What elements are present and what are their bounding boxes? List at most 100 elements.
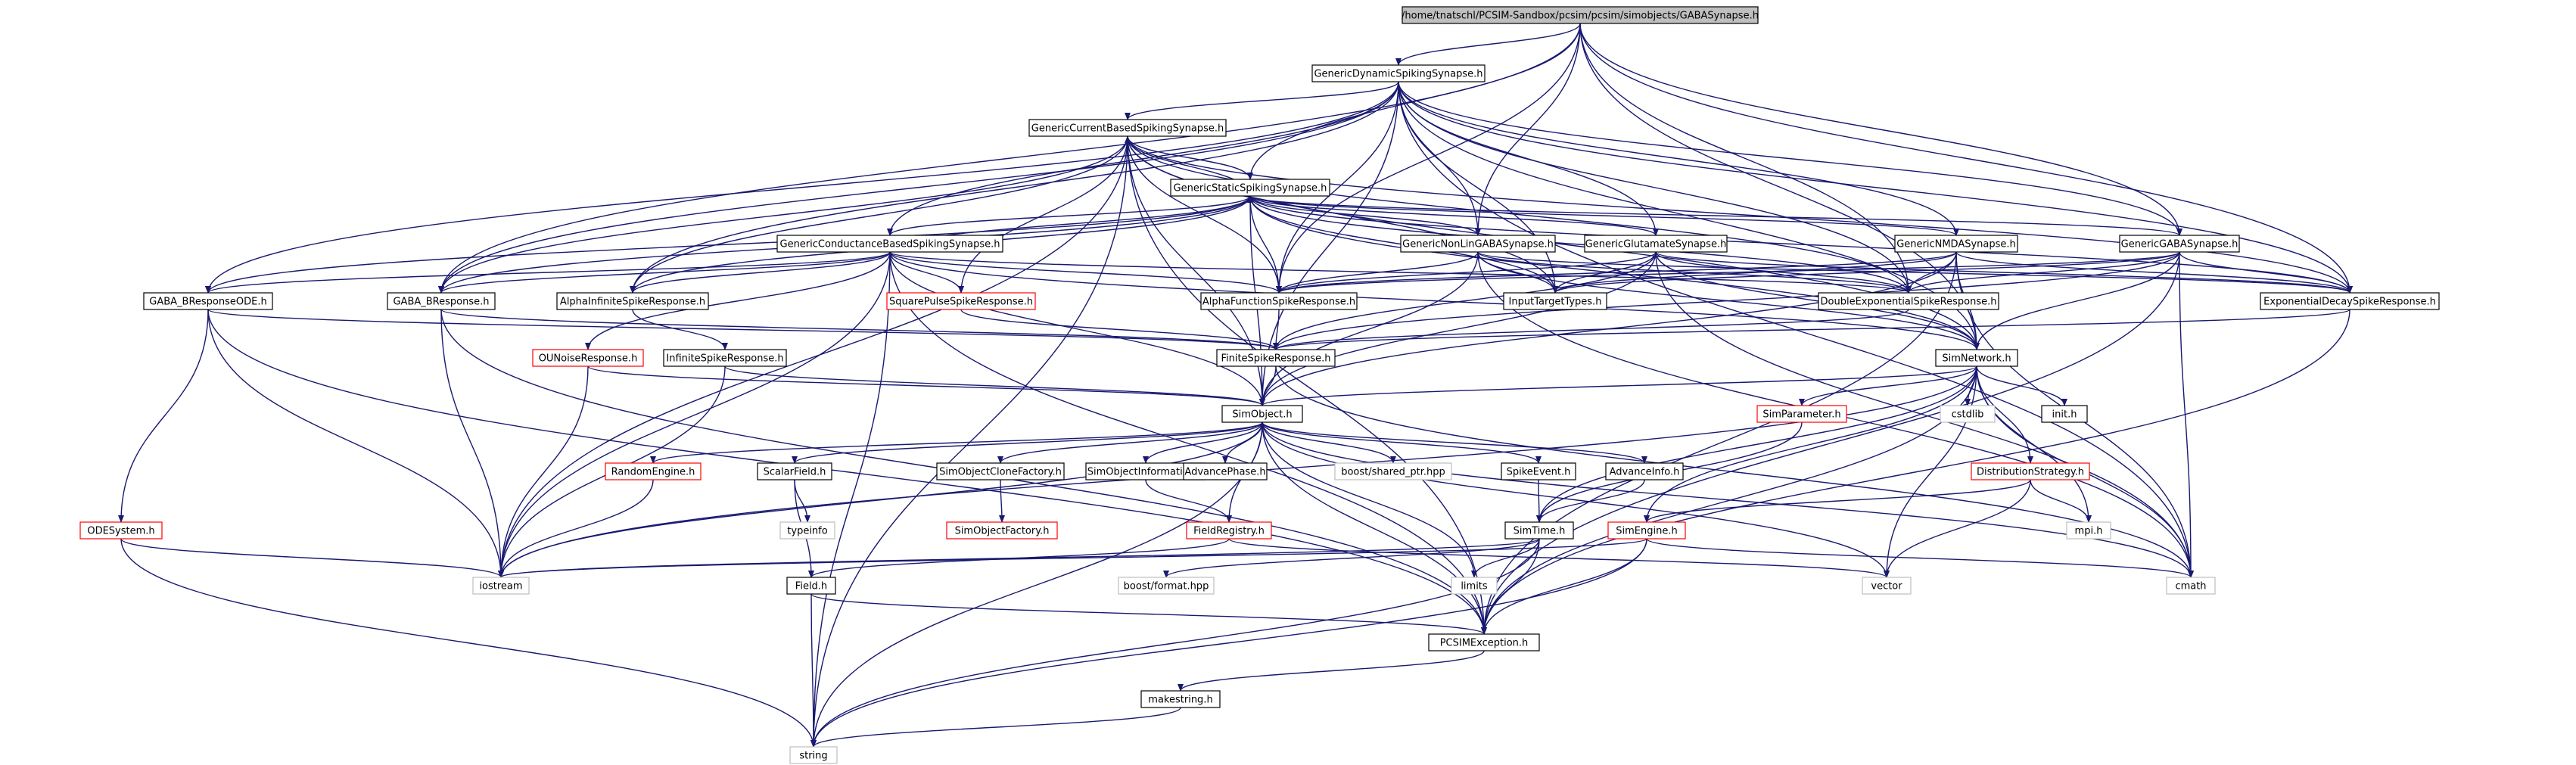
node-soinfo[interactable]: SimObjectInformation.h bbox=[1085, 462, 1206, 480]
node-sofact[interactable]: SimObjectFactory.h bbox=[946, 521, 1058, 540]
edge-gcur-to-iostream bbox=[498, 135, 1128, 578]
edge-gdyn-to-simobj bbox=[1259, 81, 1399, 406]
edge-gstat-to-expdec bbox=[1249, 195, 2353, 294]
edge-gglu-to-dblexp bbox=[1655, 251, 1912, 294]
node-infspk[interactable]: InfiniteSpikeResponse.h bbox=[663, 349, 787, 367]
node-gstat[interactable]: GenericStaticSpikingSynapse.h bbox=[1170, 179, 1330, 197]
edge-makestr-to-stringh bbox=[810, 707, 1181, 748]
node-gglu[interactable]: GenericGlutamateSynapse.h bbox=[1584, 235, 1728, 253]
node-ggaba[interactable]: GenericGABASynapse.h bbox=[2119, 235, 2240, 253]
node-gabaode[interactable]: GABA_BResponseODE.h bbox=[143, 292, 273, 310]
node-advinfo[interactable]: AdvanceInfo.h bbox=[1605, 462, 1684, 480]
edge-root-to-expdec bbox=[1579, 23, 2353, 294]
node-gabab[interactable]: GABA_BResponse.h bbox=[387, 292, 496, 310]
edge-dblexp-to-finspk bbox=[1273, 309, 1909, 350]
edge-ggaba-to-alphafn bbox=[1276, 251, 2180, 294]
node-inputtt[interactable]: InputTargetTypes.h bbox=[1503, 292, 1607, 310]
node-dblexp[interactable]: DoubleExponentialSpikeResponse.h bbox=[1818, 292, 1999, 310]
edge-randeng-to-iostream bbox=[498, 479, 654, 578]
node-gdyn[interactable]: GenericDynamicSpikingSynapse.h bbox=[1311, 64, 1486, 82]
node-box-fieldh bbox=[786, 577, 836, 595]
node-sqpulse[interactable]: SquarePulseSpikeResponse.h bbox=[886, 292, 1036, 310]
edge-gglu-to-alphafn bbox=[1276, 251, 1657, 294]
node-alphainf[interactable]: AlphaInfiniteSpikeResponse.h bbox=[556, 292, 709, 310]
node-box-simtime bbox=[1504, 521, 1574, 540]
node-simeng[interactable]: SimEngine.h bbox=[1607, 521, 1686, 540]
node-box-bformat bbox=[1118, 577, 1215, 595]
edge-gglu-to-expdec bbox=[1655, 251, 2353, 294]
node-label-gabaode: GABA_BResponseODE.h bbox=[149, 297, 266, 308]
node-makestr[interactable]: makestring.h bbox=[1140, 690, 1221, 708]
node-box-gstat bbox=[1170, 179, 1330, 197]
node-pcsimexc[interactable]: PCSIMException.h bbox=[1428, 633, 1540, 651]
node-gcond[interactable]: GenericConductanceBasedSpikingSynapse.h bbox=[776, 235, 1003, 253]
node-box-mpih bbox=[2066, 521, 2111, 540]
node-box-gcur bbox=[1028, 119, 1227, 137]
node-box-gabaode bbox=[143, 292, 273, 310]
node-label-spkev: SpikeEvent.h bbox=[1507, 467, 1571, 478]
edge-simnet-to-simtime bbox=[1536, 365, 1977, 523]
node-label-simtime: SimTime.h bbox=[1514, 526, 1566, 537]
edge-expdec-to-finspk bbox=[1273, 309, 2350, 350]
node-mpih: mpi.h bbox=[2066, 521, 2111, 540]
edge-gcond-to-dblexp bbox=[889, 251, 1912, 294]
node-scalarf[interactable]: ScalarField.h bbox=[757, 462, 832, 480]
node-randeng[interactable]: RandomEngine.h bbox=[605, 462, 702, 480]
node-box-cmath bbox=[2166, 577, 2216, 595]
node-diststrat[interactable]: DistributionStrategy.h bbox=[1971, 462, 2090, 480]
node-box-scalarf bbox=[757, 462, 832, 480]
node-gcur[interactable]: GenericCurrentBasedSpikingSynapse.h bbox=[1028, 119, 1227, 137]
edge-simnet-to-inith bbox=[1976, 365, 2067, 406]
node-box-expdec bbox=[2260, 292, 2440, 310]
node-label-advph: AdvancePhase.h bbox=[1184, 467, 1265, 478]
node-socf[interactable]: SimObjectCloneFactory.h bbox=[936, 462, 1065, 480]
edge-root-to-dblexp bbox=[1579, 23, 1912, 294]
node-root[interactable]: /home/tnatschl/PCSIM-Sandbox/pcsim/pcsim… bbox=[1402, 6, 1759, 24]
node-label-dblexp: DoubleExponentialSpikeResponse.h bbox=[1821, 297, 1997, 308]
node-box-sofact bbox=[946, 521, 1058, 540]
node-odesys[interactable]: ODESystem.h bbox=[79, 521, 163, 540]
edge-gnonlin-to-alphafn bbox=[1276, 251, 1479, 294]
node-box-gnonlin bbox=[1400, 235, 1556, 253]
edge-ggaba-to-finspk bbox=[1273, 251, 2180, 350]
edge-simobj-to-soinfo bbox=[1143, 421, 1263, 464]
node-advph[interactable]: AdvancePhase.h bbox=[1183, 462, 1268, 480]
node-finspk[interactable]: FiniteSpikeResponse.h bbox=[1216, 349, 1336, 367]
node-simparam[interactable]: SimParameter.h bbox=[1756, 405, 1847, 423]
edge-gcur-to-pcsimexc bbox=[1127, 135, 1487, 635]
edge-gdyn-to-gcur bbox=[1125, 81, 1399, 120]
node-simnet[interactable]: SimNetwork.h bbox=[1935, 349, 2018, 367]
node-box-makestr bbox=[1140, 690, 1221, 708]
node-label-root: /home/tnatschl/PCSIM-Sandbox/pcsim/pcsim… bbox=[1402, 11, 1759, 22]
node-expdec[interactable]: ExponentialDecaySpikeResponse.h bbox=[2260, 292, 2440, 310]
node-ounoise[interactable]: OUNoiseResponse.h bbox=[532, 349, 644, 367]
node-fieldh[interactable]: Field.h bbox=[786, 577, 836, 595]
edge-ggaba-to-inputtt bbox=[1552, 251, 2180, 294]
node-box-alphainf bbox=[556, 292, 709, 310]
node-box-simparam bbox=[1756, 405, 1847, 423]
node-simtime[interactable]: SimTime.h bbox=[1504, 521, 1574, 540]
edge-gnmda-to-expdec bbox=[1955, 251, 2353, 294]
node-limits: limits bbox=[1451, 577, 1498, 595]
edge-gcond-to-ounoise bbox=[585, 251, 891, 350]
node-gnmda[interactable]: GenericNMDASynapse.h bbox=[1894, 235, 2018, 253]
node-alphafn[interactable]: AlphaFunctionSpikeResponse.h bbox=[1200, 292, 1358, 310]
edge-simobj-to-limits bbox=[1262, 421, 1477, 578]
edge-gcond-to-sqpulse bbox=[889, 251, 964, 294]
edge-simobj-to-pcsimexc bbox=[1262, 421, 1487, 635]
node-vector: vector bbox=[1862, 577, 1912, 595]
node-label-bshared: boost/shared_ptr.hpp bbox=[1341, 467, 1445, 478]
node-box-alphafn bbox=[1200, 292, 1358, 310]
edge-gcond-to-gabaode bbox=[205, 251, 891, 294]
edge-gcond-to-iostream bbox=[498, 251, 891, 578]
node-gnonlin[interactable]: GenericNonLinGABASynapse.h bbox=[1400, 235, 1556, 253]
edge-gcond-to-simobj bbox=[889, 251, 1265, 406]
node-simobj[interactable]: SimObject.h bbox=[1221, 405, 1303, 423]
node-fieldreg[interactable]: FieldRegistry.h bbox=[1186, 521, 1272, 540]
edge-simobj-to-socf bbox=[997, 421, 1263, 464]
edge-gnmda-to-alphafn bbox=[1276, 251, 1957, 294]
edge-simobj-to-iostream bbox=[498, 421, 1263, 578]
node-box-pcsimexc bbox=[1428, 633, 1540, 651]
node-inith[interactable]: init.h bbox=[2041, 405, 2088, 423]
node-spkev[interactable]: SpikeEvent.h bbox=[1501, 462, 1576, 480]
